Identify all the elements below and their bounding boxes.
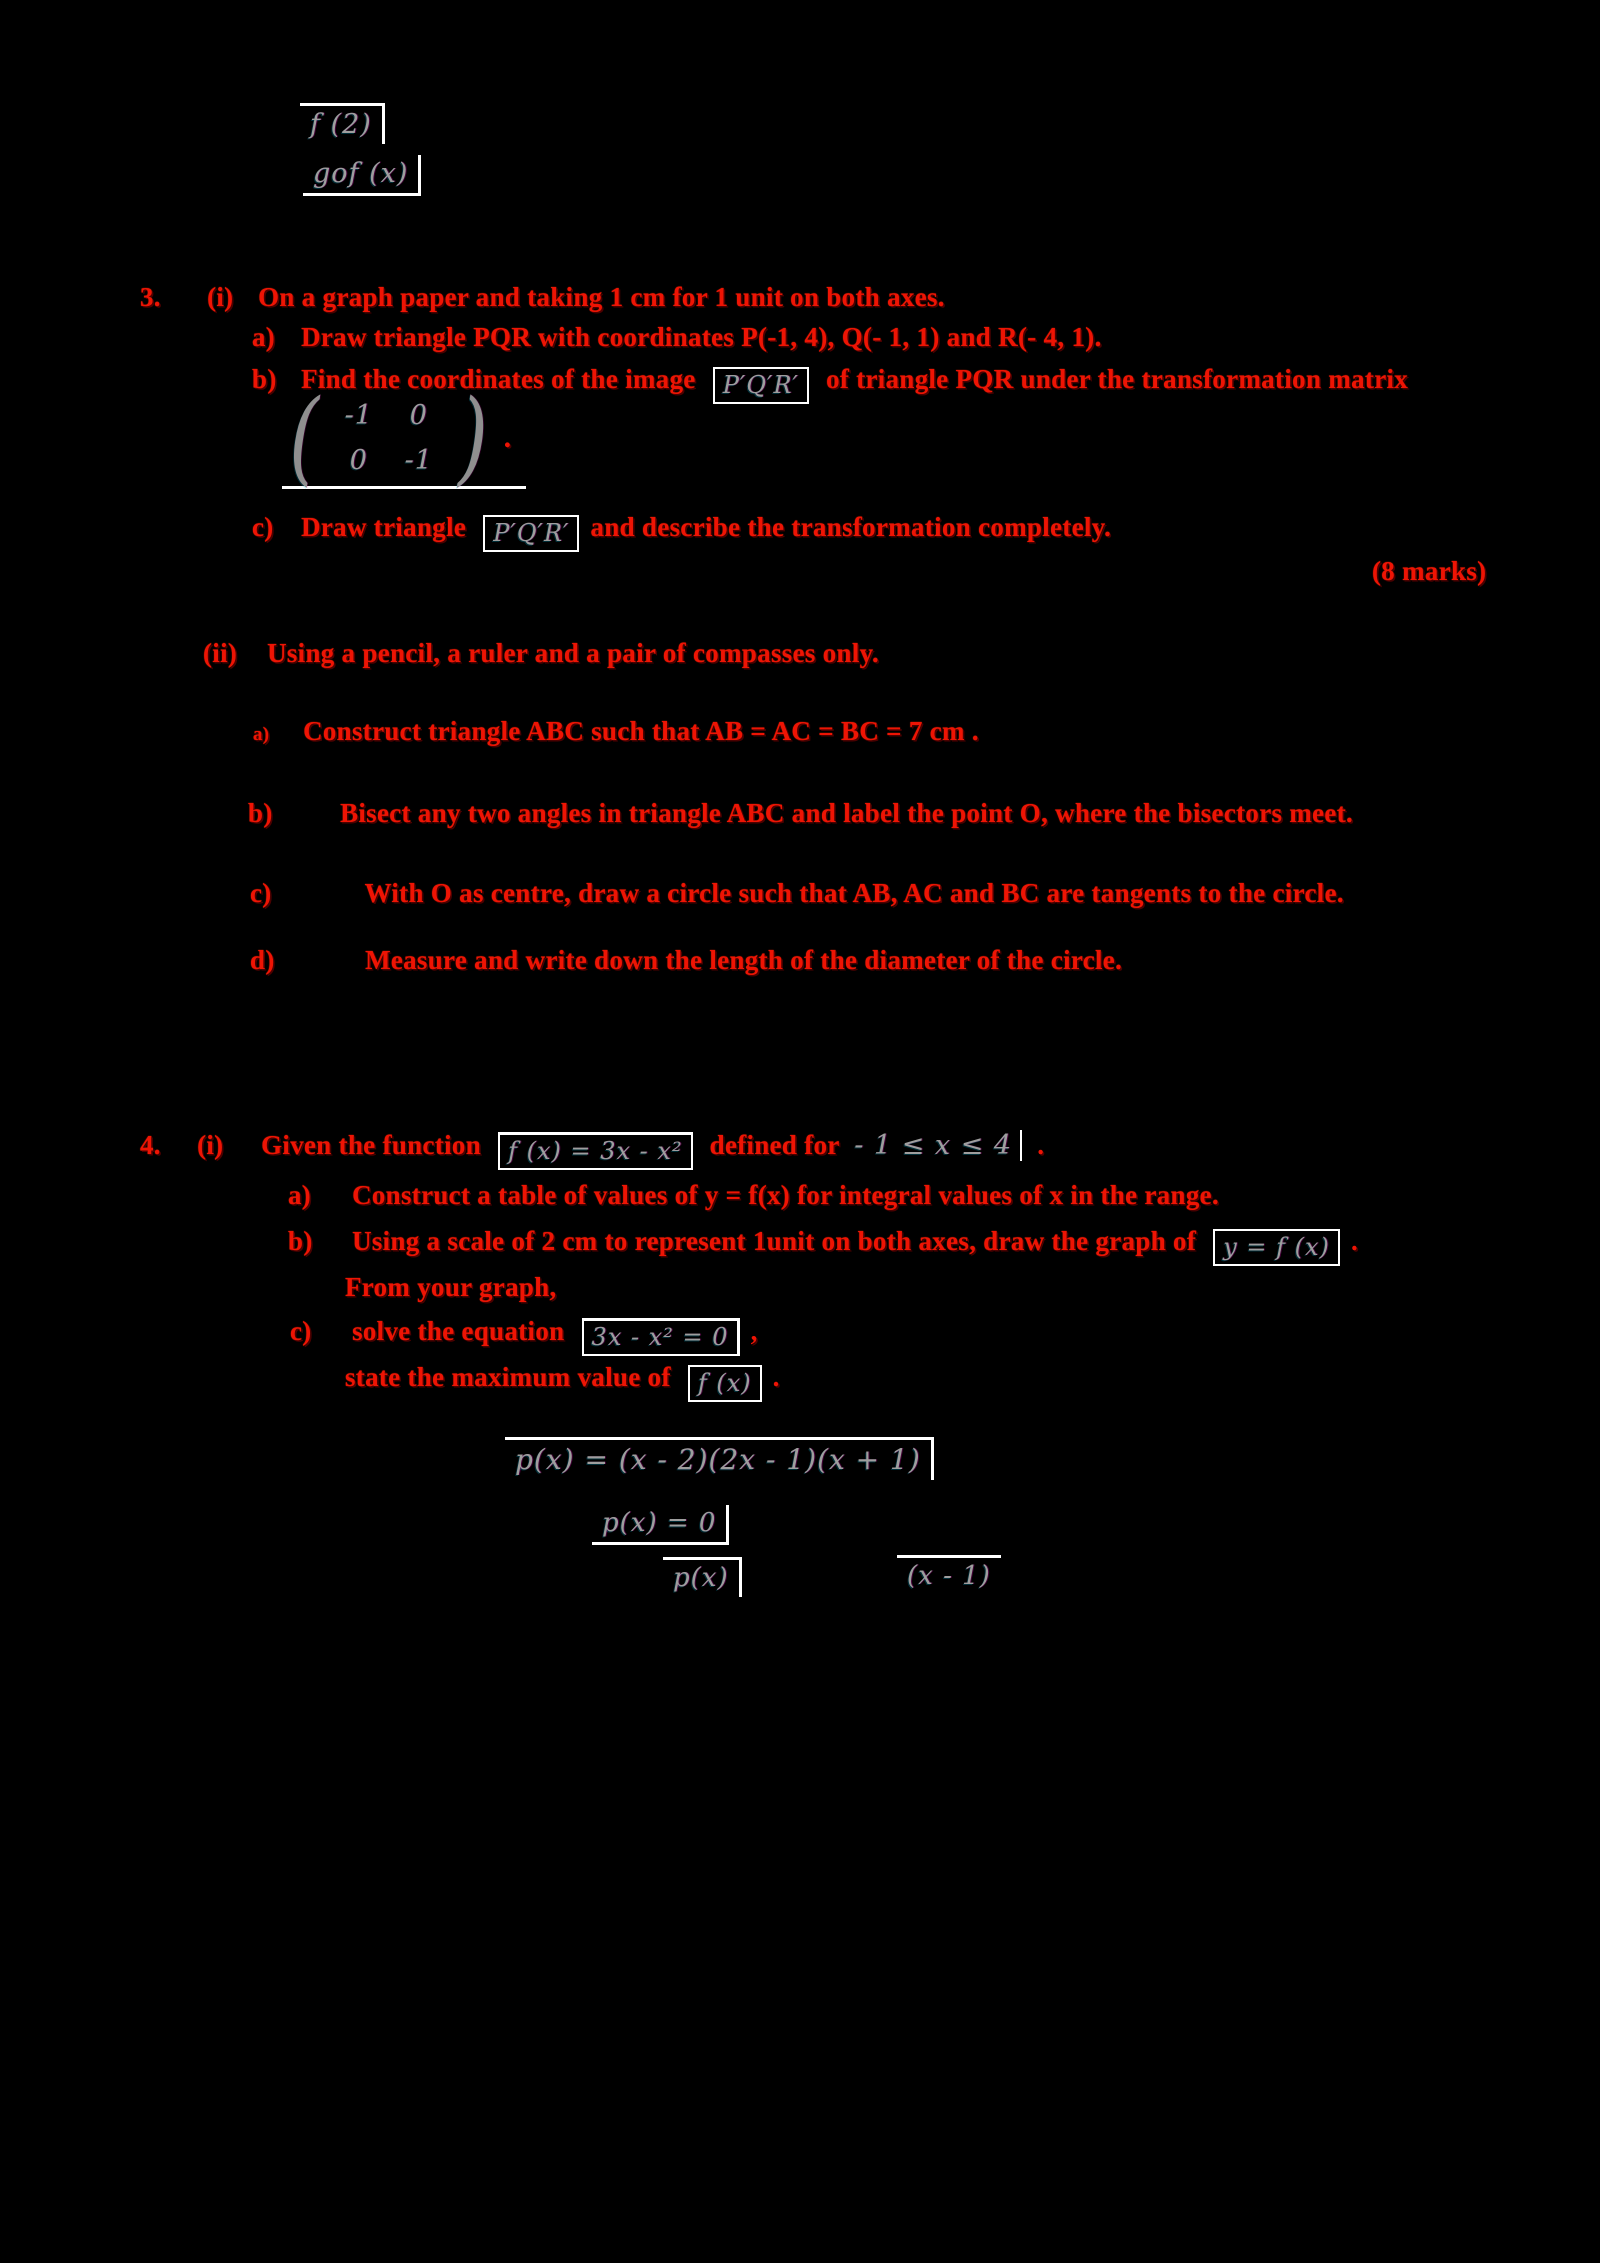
q3ii-item-a-label: a) xyxy=(253,724,270,745)
equation-px-factored: p(x) = (x - 2)(2x - 1)(x + 1) xyxy=(505,1437,934,1480)
q3ii-item-d: d) Measure and write down the length of … xyxy=(250,945,1122,976)
matrix-r2c1: 0 xyxy=(349,444,368,476)
q3ii-item-d-text: Measure and write down the length of the… xyxy=(365,945,1123,975)
q3i-item-b-label: b) xyxy=(252,364,277,394)
equation-3x-minus-x2-equals-0: 3x - x² = 0 xyxy=(581,1318,740,1356)
q3i-item-b-pre: Find the coordinates of the image xyxy=(301,364,696,394)
q4-item-c2-pre: state the maximum value of xyxy=(345,1362,671,1392)
q3i-intro-text: On a graph paper and taking 1 cm for 1 u… xyxy=(258,282,945,312)
q4-item-b-label: b) xyxy=(288,1226,313,1256)
question-4-number: 4. xyxy=(140,1130,161,1160)
q3ii-intro-line: (ii) Using a pencil, a ruler and a pair … xyxy=(203,638,879,669)
equation-image-pqr-prime: P′Q′R′ xyxy=(712,367,809,404)
q3-part-i-label: (i) xyxy=(207,282,234,312)
matrix-period: . xyxy=(503,420,513,454)
q3i-item-c-label: c) xyxy=(252,512,274,542)
matrix-cells: -1 0 0 -1 xyxy=(329,400,449,476)
q3i-item-a: a) Draw triangle PQR with coordinates P(… xyxy=(252,322,1102,353)
q3i-item-c-pre: Draw triangle xyxy=(301,512,467,542)
q3i-item-a-text: Draw triangle PQR with coordinates P(-1,… xyxy=(301,322,1102,352)
equation-f-of-x: f (x) xyxy=(687,1365,762,1402)
q4-item-a-label: a) xyxy=(288,1180,312,1210)
q3i-item-c: c) Draw triangle P′Q′R′ and describe the… xyxy=(252,512,1111,552)
q4-item-c-comma: , xyxy=(750,1316,758,1346)
q4-item-c-pre: solve the equation xyxy=(352,1316,565,1346)
matrix-left-paren-icon: ( xyxy=(289,378,320,497)
q4-item-c2-period: . xyxy=(772,1362,780,1392)
equation-triangle-pqr-prime: P′Q′R′ xyxy=(483,515,580,552)
equation-domain-range: - 1 ≤ x ≤ 4 xyxy=(854,1130,1023,1161)
q3ii-item-c: c) With O as centre, draw a circle such … xyxy=(250,878,1344,909)
q4-part-i-label: (i) xyxy=(197,1130,224,1160)
q3-part-ii-label: (ii) xyxy=(203,638,238,668)
q4-intro-line: 4. (i) Given the function f (x) = 3x - x… xyxy=(140,1130,1044,1170)
q3ii-item-b-text: Bisect any two angles in triangle ABC an… xyxy=(340,798,1354,828)
q4-item-c: c) solve the equation 3x - x² = 0 , xyxy=(290,1316,758,1356)
q4-item-b: b) Using a scale of 2 cm to represent 1u… xyxy=(288,1226,1358,1266)
matrix-row-2: 0 -1 xyxy=(329,445,449,476)
matrix-row-1: -1 0 xyxy=(329,400,449,431)
transformation-matrix: ( -1 0 0 -1 ) . xyxy=(282,378,527,497)
q3i-item-b: b) Find the coordinates of the image P′Q… xyxy=(252,364,1408,404)
q3i-item-b-post: of triangle PQR under the transformation… xyxy=(826,364,1409,394)
matrix-r1c2: 0 xyxy=(409,399,428,431)
q3ii-item-b-label: b) xyxy=(248,798,273,828)
question-3-number: 3. xyxy=(140,282,161,312)
equation-x-minus-1: (x - 1) xyxy=(897,1555,1001,1595)
q3ii-item-a: a) Construct triangle ABC such that AB =… xyxy=(253,716,979,747)
q4-intro-period: . xyxy=(1037,1130,1045,1160)
equation-f-of-2: f (2) xyxy=(300,103,385,144)
q3-marks: (8 marks) xyxy=(1372,556,1487,586)
q3i-intro-line: 3. (i) On a graph paper and taking 1 cm … xyxy=(140,282,945,313)
q3i-item-a-label: a) xyxy=(252,322,276,352)
matrix-r2c2: -1 xyxy=(404,444,433,476)
q3ii-intro-text: Using a pencil, a ruler and a pair of co… xyxy=(267,638,880,668)
q3i-item-c-post: and describe the transformation complete… xyxy=(590,512,1112,542)
matrix-r1c1: -1 xyxy=(344,399,373,431)
q4-intro-pre: Given the function xyxy=(261,1130,482,1160)
q4-item-c-label: c) xyxy=(290,1316,312,1346)
q3ii-item-b: b) Bisect any two angles in triangle ABC… xyxy=(248,798,1353,829)
equation-px: p(x) xyxy=(663,1557,742,1597)
q4-item-b-pre: Using a scale of 2 cm to represent 1unit… xyxy=(352,1226,1197,1256)
equation-y-equals-fx: y = f (x) xyxy=(1213,1229,1340,1266)
q4-intro-mid: defined for xyxy=(709,1130,840,1160)
q4-item-a: a) Construct a table of values of y = f(… xyxy=(288,1180,1219,1211)
q3ii-item-c-label: c) xyxy=(250,878,272,908)
q4-from-graph: From your graph, xyxy=(345,1272,557,1302)
equation-px-equals-0: p(x) = 0 xyxy=(592,1505,730,1545)
q4-item-c2: state the maximum value of f (x) . xyxy=(345,1362,780,1402)
q3ii-item-d-label: d) xyxy=(250,945,275,975)
equation-gof-x: gof (x) xyxy=(303,155,422,196)
q3ii-item-c-text: With O as centre, draw a circle such tha… xyxy=(364,878,1344,908)
q4-item-a-text: Construct a table of values of y = f(x) … xyxy=(352,1180,1220,1210)
q3ii-item-a-text: Construct triangle ABC such that AB = AC… xyxy=(303,716,979,746)
equation-fx-3x-minus-x2: f (x) = 3x - x² xyxy=(498,1132,693,1170)
matrix-right-paren-icon: ) xyxy=(457,378,489,497)
q4-item-b-period: . xyxy=(1350,1226,1359,1256)
